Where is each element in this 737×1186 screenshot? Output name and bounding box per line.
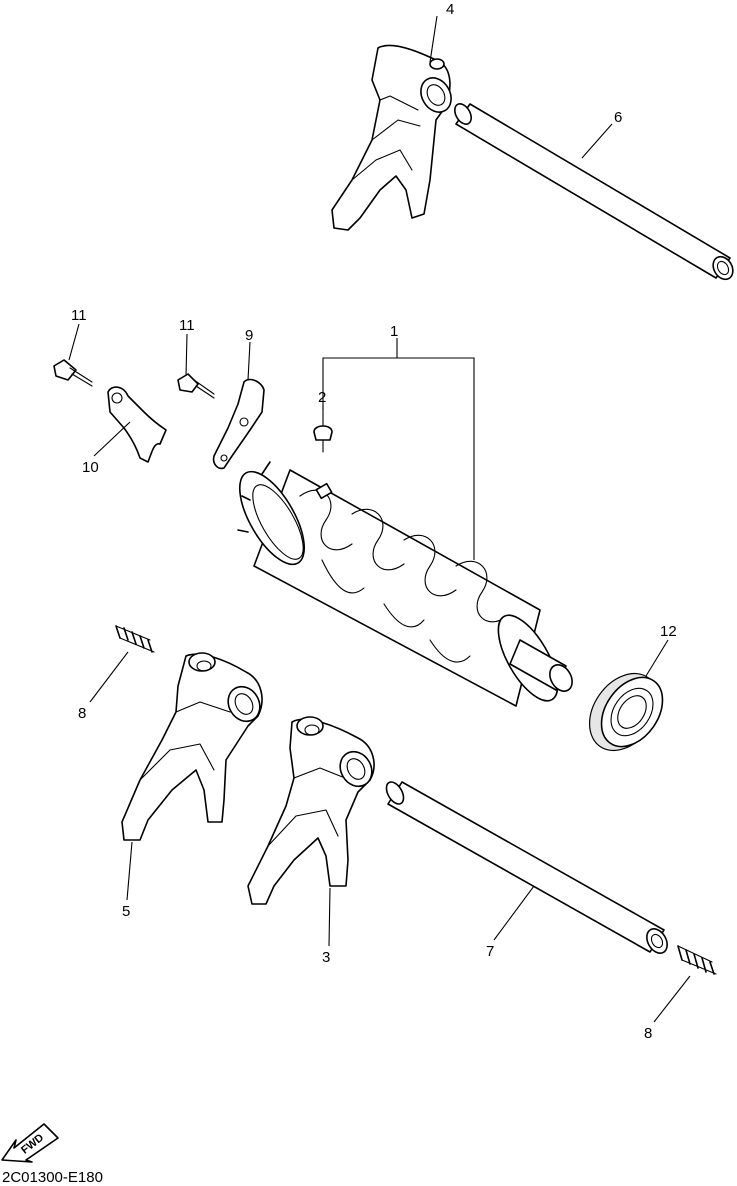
callout-8-lower: 8 <box>644 1025 652 1042</box>
segment-plate <box>212 378 265 470</box>
callout-7: 7 <box>486 943 494 960</box>
spring-lower <box>677 945 717 975</box>
callout-5: 5 <box>122 903 130 920</box>
callout-11-left: 11 <box>71 307 87 324</box>
shift-fork-upper <box>331 44 452 231</box>
spring-upper <box>115 625 155 653</box>
callout-2: 2 <box>318 389 326 406</box>
guide-bar-lower <box>385 781 668 954</box>
callout-1: 1 <box>390 323 398 340</box>
callout-8-upper: 8 <box>78 705 86 722</box>
leader-lines <box>68 15 691 1023</box>
fwd-arrow-icon: FWD <box>1 1123 59 1163</box>
shift-drum-assembly <box>237 461 573 707</box>
callout-4: 4 <box>446 1 454 18</box>
callout-labels: 1 2 3 4 5 6 7 8 8 9 10 11 11 12 <box>71 1 677 1042</box>
callout-12: 12 <box>660 623 677 640</box>
guide-bar-upper <box>454 103 734 281</box>
bolt-left <box>53 359 93 387</box>
callout-10: 10 <box>82 459 99 476</box>
shift-fork-middle <box>247 716 375 905</box>
shift-fork-left <box>121 652 263 841</box>
diagram-code: 2C01300-E180 <box>2 1169 103 1186</box>
stopper-lever <box>107 386 167 463</box>
callout-9: 9 <box>245 327 253 344</box>
callout-3: 3 <box>322 949 330 966</box>
bearing <box>588 672 664 752</box>
bolt-right <box>177 373 215 399</box>
callout-11-right: 11 <box>179 317 195 334</box>
drum-pin <box>313 425 333 453</box>
callout-6: 6 <box>614 109 622 126</box>
